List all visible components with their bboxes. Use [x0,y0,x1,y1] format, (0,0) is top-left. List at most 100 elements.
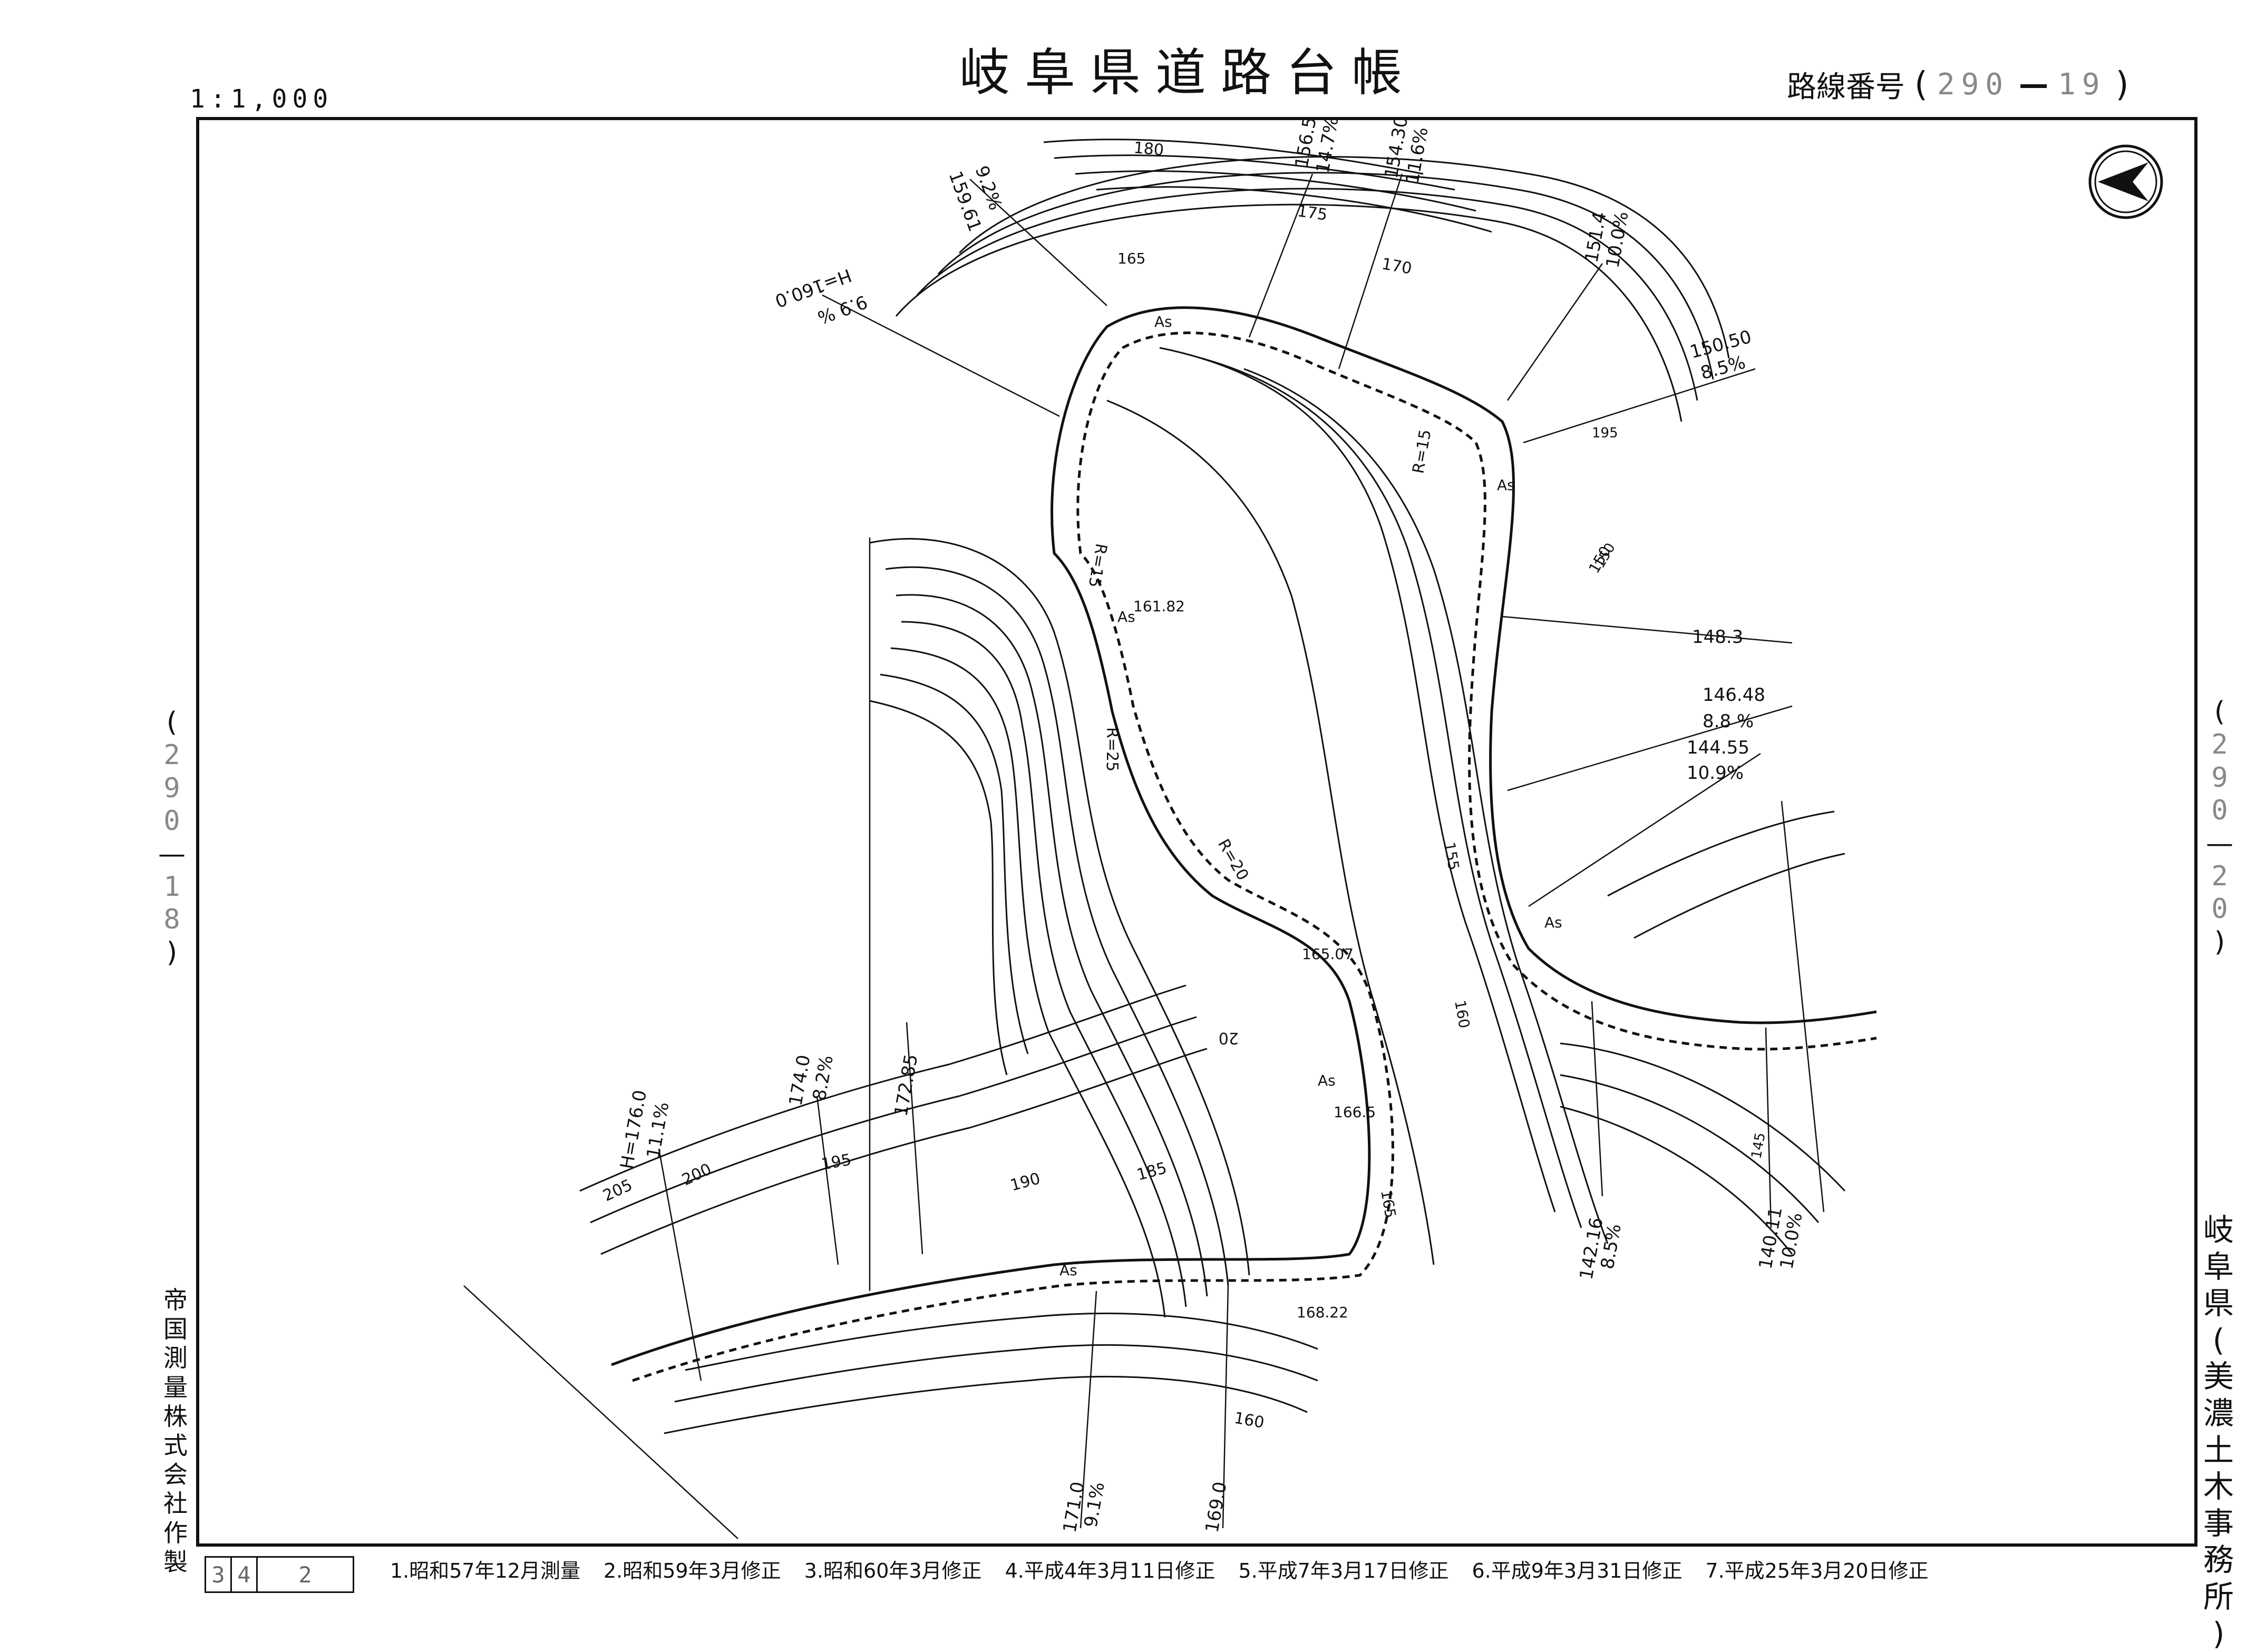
ref-char: 8 [163,904,180,936]
contour-lines-south [579,984,1318,1434]
office-char: 木 [2203,1469,2234,1505]
ref-char: ( [2214,696,2225,728]
ref-char: 2 [2211,729,2228,761]
ref-char: — [2206,827,2233,859]
radius-label: R=25 [1103,727,1121,771]
leader-lines [463,173,1825,1539]
sheet-cell: 4 [232,1558,258,1591]
revision-history: 1.昭和57年12月測量 2.昭和59年3月修正 3.昭和60年3月修正 4.平… [390,1555,1929,1583]
elevation-label: 161.82 [1133,598,1185,615]
route-open-paren: ( [1914,65,1928,104]
grade-label: 174.0 [785,1053,814,1108]
contour-label: 185 [1135,1159,1169,1185]
route-close-paren: ) [2115,65,2129,104]
surface-label: As [1318,1072,1336,1089]
contour-lines-north [895,139,1730,422]
ref-char: 1 [163,871,180,903]
contour-lines-west [869,538,1250,1318]
sheet-number-box: 3 4 2 [205,1556,354,1593]
adjacent-sheet-left: ( 2 9 0 — 1 8 ) [158,706,186,969]
ref-char: 0 [163,805,180,837]
contour-label: 160 [1233,1409,1266,1432]
grade-label: 148.3 [1692,627,1743,648]
ref-char: 9 [2211,761,2228,794]
ref-char: ) [166,936,178,969]
office-char: 岐 [2203,1212,2234,1248]
map-frame [196,117,2197,1547]
contour-label: 195 [1592,425,1618,441]
office-char: ( [2212,1322,2225,1358]
company-char: 株 [163,1402,188,1431]
route-label: 路線番号 [1787,70,1905,104]
grade-label: 172.85 [890,1052,922,1118]
contour-label: 175 [1296,202,1329,224]
grade-label: 8.8 % [1703,711,1754,732]
office-name: 岐 阜 県 ( 美 濃 土 木 事 務 所 ) [2203,1212,2234,1652]
radius-label: R=15 [1409,428,1435,475]
surface-label: As [1117,608,1135,625]
company-char: 帝 [163,1286,188,1314]
revision-entry: 2.昭和59年3月修正 [603,1559,781,1582]
grade-label: 146.48 [1703,685,1765,706]
route-number: 路線番号 ( 290 — 19 ) [1787,63,2129,106]
contour-lines-central [1106,347,1609,1265]
contour-label: 200 [679,1160,715,1189]
sheet-cell: 3 [206,1558,232,1591]
company-char: 会 [163,1460,188,1489]
contour-label: 160 [1451,999,1473,1029]
page-title: 岐阜県道路台帳 [959,43,1417,102]
company-char: 社 [163,1489,188,1518]
office-char: 美 [2203,1358,2234,1395]
map-scale: 1:1,000 [190,84,334,114]
ref-char: 9 [163,772,180,804]
ref-char: 0 [2211,795,2228,827]
route-number-a: 290 [1937,67,2010,102]
contour-label: 190 [1008,1169,1042,1195]
revision-entry: 7.平成25年3月20日修正 [1705,1559,1929,1582]
company-char: 作 [163,1518,188,1547]
company-char: 式 [163,1431,188,1460]
surveyor-company: 帝 国 測 量 株 式 会 社 作 製 [163,1286,188,1577]
office-char: 県 [2203,1285,2234,1322]
surface-label: As [1059,1262,1077,1279]
revision-entry: 4.平成4年3月11日修正 [1005,1559,1215,1582]
topographic-map: 159.61 9.2% 156.5 14.7% 154.30 11.6% 151… [463,114,1877,1539]
grade-label: H=176.0 [616,1089,651,1171]
surface-label: As [1544,914,1562,931]
radius-label: R=15 [1085,542,1111,589]
contour-label: 165 [1377,1188,1399,1219]
grade-label: 169.0 [1201,1480,1231,1534]
grade-label: 10.9% [1687,763,1744,784]
office-char: 土 [2203,1432,2234,1468]
contour-label: 155 [1441,840,1463,871]
surface-label: As [1154,313,1172,330]
company-char: 測 [163,1344,188,1373]
route-number-b: 19 [2058,67,2106,102]
radius-label: R=20 [1214,836,1252,884]
ref-char: 2 [163,739,180,771]
north-arrow-icon [2088,144,2163,219]
company-char: 国 [163,1315,188,1344]
office-char: 濃 [2203,1395,2234,1431]
office-char: 阜 [2203,1248,2234,1285]
ref-char: ( [166,707,178,738]
revision-entry: 6.平成9年3月31日修正 [1472,1559,1683,1582]
revision-entry: 1.昭和57年12月測量 [390,1559,580,1582]
sheet-cell: 2 [298,1561,312,1588]
road-alignment [611,306,1877,1382]
ref-char: 0 [2211,893,2228,925]
revision-entry: 5.平成7年3月17日修正 [1238,1559,1449,1582]
elevation-label: 168.22 [1297,1304,1348,1321]
contour-label: 165 [1117,250,1145,267]
contour-lines-east [1560,810,1846,1255]
ref-char: ) [2214,926,2225,958]
grade-label: 144.55 [1687,737,1749,758]
contour-label: 145 [1748,1131,1768,1160]
map-annotations: 159.61 9.2% 156.5 14.7% 154.30 11.6% 151… [600,114,1807,1534]
surface-label: As [1497,476,1515,494]
radius-label: 20 [1219,1029,1239,1047]
ref-char: — [158,838,186,870]
elevation-label: 165.07 [1302,945,1354,963]
company-char: 量 [163,1373,188,1402]
office-char: 事 [2203,1505,2234,1541]
